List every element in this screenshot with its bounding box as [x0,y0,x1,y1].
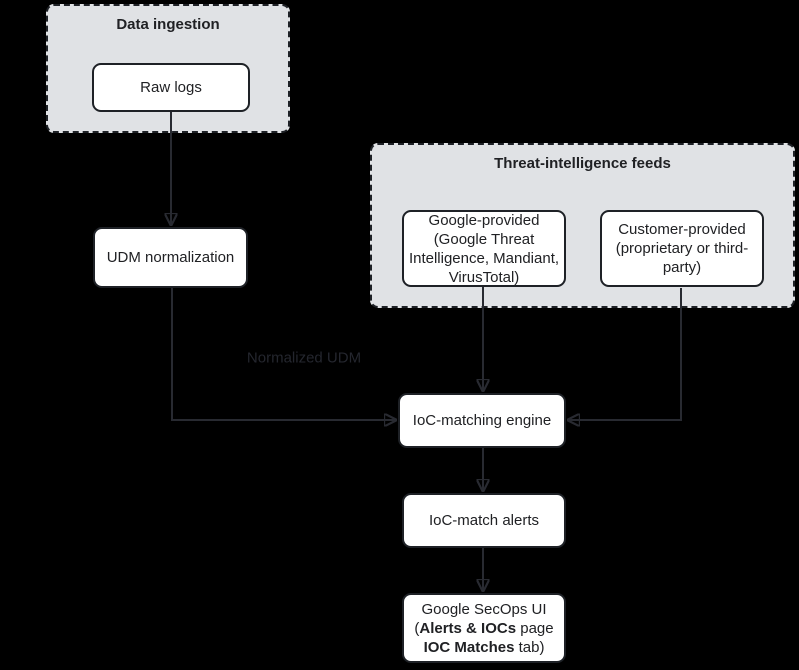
secops-line2-prefix: ( [414,619,420,637]
node-label-google-provided-line1: Google-provided [428,211,540,229]
secops-line3-bold: IOC Matches [423,638,515,656]
node-label-customer-provided-line1: Customer-provided [618,221,746,238]
node-label-customer-provided-line3: party) [662,259,702,276]
node-label-ioc-matching-engine: IoC-matching engine [412,412,552,429]
node-label-google-secops-ui-line2: (Alerts & IOCs page [414,619,553,638]
node-label-customer-provided-line2: (proprietary or third- [615,240,749,257]
node-label-google-secops-ui-line3: IOC Matches tab) [424,638,545,657]
secops-line2-bold: Alerts & IOCs [419,619,517,637]
node-udm-normalization: UDM normalization [93,227,248,288]
group-title-threat-intelligence-feeds: Threat-intelligence feeds [494,155,671,172]
node-google-provided: Google-provided (Google Threat Intellige… [402,210,566,287]
node-label-ioc-match-alerts: IoC-match alerts [428,512,540,529]
group-title-data-ingestion: Data ingestion [116,16,220,33]
node-customer-provided: Customer-provided (proprietary or third-… [600,210,764,287]
node-google-secops-ui: Google SecOps UI (Alerts & IOCs page IOC… [402,593,566,663]
node-label-google-secops-ui-line1: Google SecOps UI [421,600,547,618]
group-threat-intelligence-feeds: Threat-intelligence feeds Google-provide… [370,143,795,308]
node-label-google-provided-line2: (Google Threat [433,230,535,248]
node-ioc-match-alerts: IoC-match alerts [402,493,566,548]
node-label-raw-logs: Raw logs [140,79,202,96]
node-label-google-provided-line4: VirusTotal) [448,268,520,286]
group-data-ingestion: Data ingestion Raw logs [46,4,290,133]
node-ioc-matching-engine: IoC-matching engine [398,393,566,448]
node-label-google-provided-line3: Intelligence, Mandiant, [408,249,560,267]
edge-label-normalized-udm: Normalized UDM [246,349,362,367]
node-raw-logs: Raw logs [92,63,250,112]
secops-line3-suffix: tab) [514,638,545,656]
secops-line2-suffix: page [516,619,554,637]
node-label-udm-normalization: UDM normalization [106,249,235,266]
